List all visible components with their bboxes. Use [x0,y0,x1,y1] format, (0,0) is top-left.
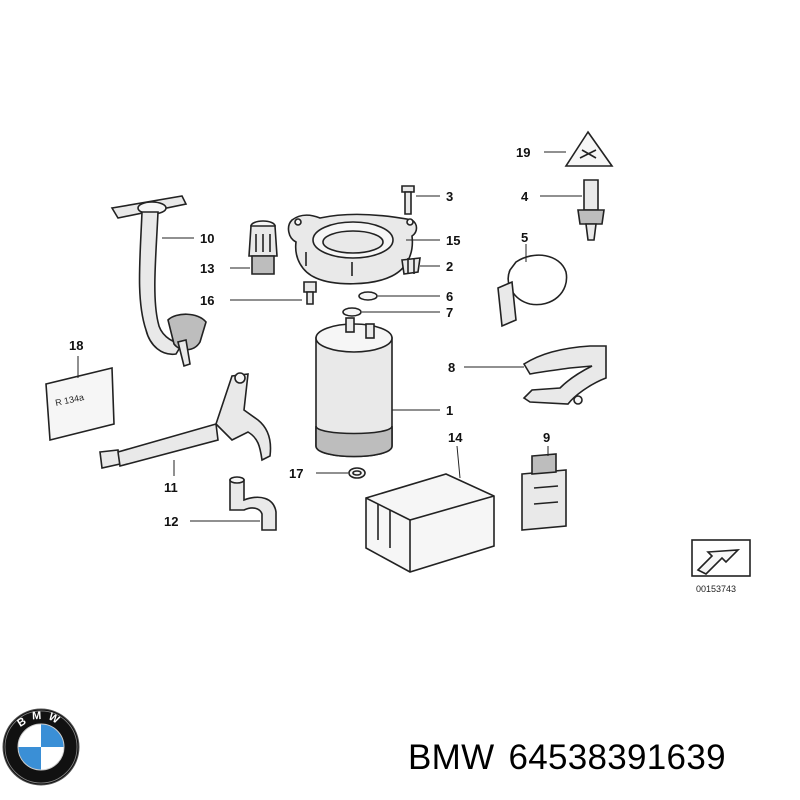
reference-box: 00153743 [691,539,751,594]
callout-numbers: 1 2 3 4 5 6 7 8 9 10 11 12 13 14 15 16 1… [69,145,550,529]
part-14-box [365,473,495,573]
part-12-pipe-elbow [229,476,277,531]
part-18-label: R 134a [45,366,115,442]
bmw-logo: BMW [2,708,80,786]
callout-5: 5 [521,230,528,245]
part-4-pressure-switch [577,179,605,241]
callout-9: 9 [543,430,550,445]
part-16-bolt [303,281,317,305]
part-1-receiver-drier [315,317,393,458]
part-15-bracket [287,213,418,285]
brand-name: BMW [408,738,495,777]
part-19-warning-triangle [564,130,614,167]
leader-lines [77,151,582,522]
part-3-screw [401,185,415,215]
callout-18: 18 [69,338,83,353]
part-11-pipe [99,372,272,469]
callout-19: 19 [516,145,530,160]
callout-10: 10 [200,231,214,246]
part-number: 64538391639 [508,738,726,777]
callout-6: 6 [446,289,453,304]
part-6-o-ring [358,291,378,301]
product-caption: BMW 64538391639 [408,738,740,778]
part-2-clip-nut [401,257,421,275]
callout-12: 12 [164,514,178,529]
callout-3: 3 [446,189,453,204]
part-10-pipe-flange [110,195,207,368]
callout-17: 17 [289,466,303,481]
callout-13: 13 [200,261,214,276]
callout-11: 11 [164,480,178,495]
callout-15: 15 [446,233,460,248]
part-13-fitting [248,220,278,275]
callout-14: 14 [448,430,463,445]
part-8-bracket [522,345,607,405]
callout-4: 4 [521,189,529,204]
part-7-o-ring [342,307,362,317]
callout-1: 1 [446,403,453,418]
callout-8: 8 [448,360,455,375]
part-5-clamp [497,254,568,328]
part-9-relay [521,453,567,531]
callout-2: 2 [446,259,453,274]
callout-7: 7 [446,305,453,320]
callout-16: 16 [200,293,214,308]
part-17-o-ring [348,467,366,479]
reference-code: 00153743 [696,584,736,594]
